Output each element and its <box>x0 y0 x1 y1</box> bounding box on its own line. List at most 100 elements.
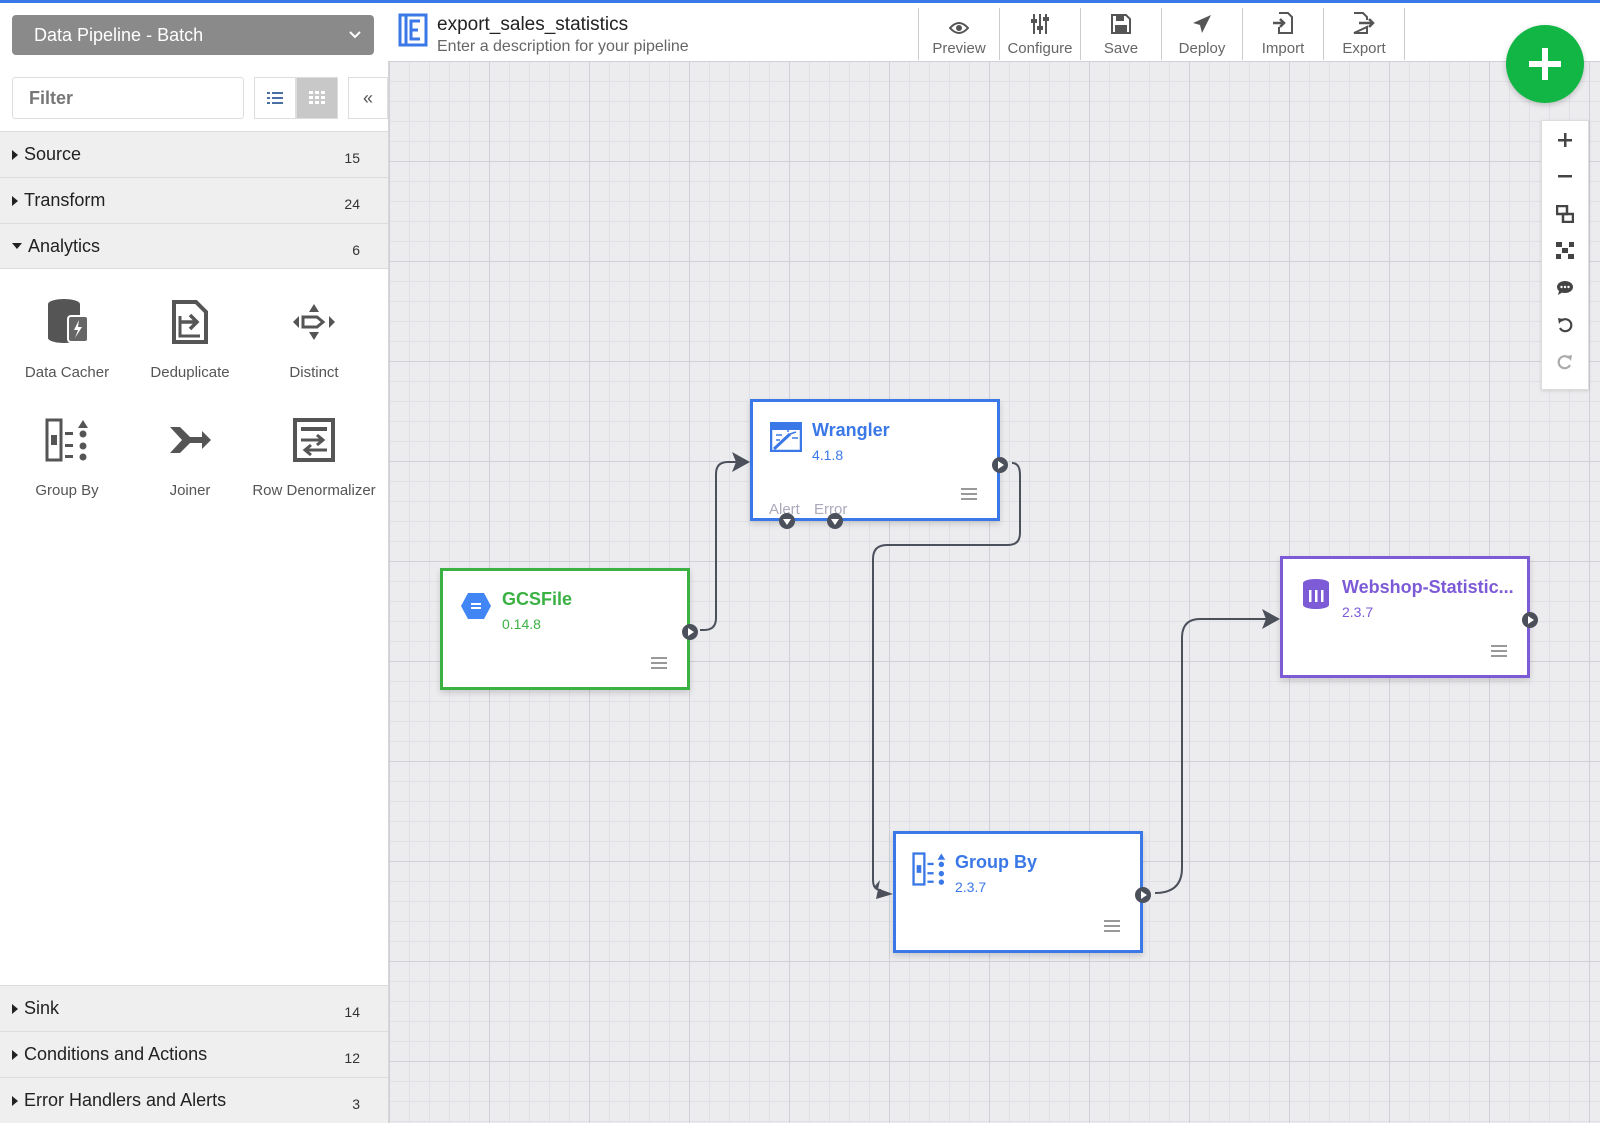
plugin-distinct[interactable]: Distinct <box>252 296 376 382</box>
category-label: Conditions and Actions <box>24 1044 208 1064</box>
category-label: Analytics <box>28 235 101 256</box>
plugin-label: Deduplicate <box>150 364 230 381</box>
error-port[interactable] <box>827 513 843 529</box>
pipeline-type-select[interactable]: Data Pipeline - Batch <box>12 15 374 55</box>
plugin-data-cacher[interactable]: Data Cacher <box>5 296 129 382</box>
zoom-out-icon <box>1558 174 1572 177</box>
output-port[interactable] <box>1135 887 1151 903</box>
collapse-sidebar-button[interactable]: « <box>348 77 388 119</box>
plugin-sidebar: Data Pipeline - Batch « Source 15 Transf… <box>0 3 389 1123</box>
pipeline-description[interactable]: Enter a description for your pipeline <box>437 38 689 55</box>
list-view-button[interactable] <box>254 77 296 119</box>
category-transform[interactable]: Transform 24 <box>0 177 388 223</box>
deploy-button[interactable]: Deploy <box>1161 8 1242 60</box>
category-error-handlers-and-alerts[interactable]: Error Handlers and Alerts 3 <box>0 1077 388 1123</box>
toolbar-label: Preview <box>932 40 986 57</box>
database-icon <box>1299 577 1333 611</box>
category-label: Source <box>24 144 82 164</box>
eye-icon <box>949 22 969 34</box>
plugin-label: Row Denormalizer <box>252 482 376 499</box>
caret-right-icon <box>12 1049 18 1060</box>
category-label: Transform <box>24 190 106 210</box>
comment-button[interactable] <box>1542 269 1588 306</box>
configure-button[interactable]: Configure <box>999 8 1080 60</box>
caret-right-icon <box>12 195 18 206</box>
wrangler-icon <box>769 420 803 454</box>
category-count: 3 <box>352 1096 360 1112</box>
distinct-icon <box>293 304 335 340</box>
category-count: 24 <box>344 196 360 212</box>
category-count: 6 <box>352 242 360 258</box>
undo-button[interactable] <box>1542 306 1588 343</box>
node-menu-icon[interactable] <box>961 488 977 500</box>
plugin-deduplicate[interactable]: Deduplicate <box>128 296 252 382</box>
node-version: 0.14.8 <box>502 616 541 632</box>
preview-button[interactable]: Preview <box>918 8 999 60</box>
plus-icon <box>1529 48 1561 80</box>
toolbar-label: Deploy <box>1178 40 1226 57</box>
deduplicate-icon <box>172 300 208 344</box>
caret-right-icon <box>12 1003 18 1014</box>
node-version: 4.1.8 <box>812 447 844 463</box>
alert-port[interactable] <box>779 513 795 529</box>
category-label: Error Handlers and Alerts <box>24 1090 227 1110</box>
category-analytics[interactable]: Analytics 6 <box>0 223 388 269</box>
pipeline-header: export_sales_statistics Enter a descript… <box>388 3 1600 61</box>
plugin-joiner[interactable]: Joiner <box>128 414 252 500</box>
node-name: Group By <box>955 852 1038 872</box>
node-gcsfile[interactable]: GCSFile 0.14.8 <box>440 568 698 690</box>
chevron-down-icon <box>349 31 361 39</box>
joiner-icon <box>170 427 211 453</box>
plugin-group-by[interactable]: Group By <box>5 414 129 500</box>
import-button[interactable]: Import <box>1242 8 1323 60</box>
import-icon <box>1273 12 1293 34</box>
list-icon <box>267 92 283 104</box>
zoom-in-button[interactable] <box>1542 121 1588 158</box>
category-sink[interactable]: Sink 14 <box>0 985 388 1031</box>
output-port[interactable] <box>682 624 698 640</box>
save-button[interactable]: Save <box>1080 8 1161 60</box>
sliders-icon <box>1031 14 1049 34</box>
zoom-out-button[interactable] <box>1542 158 1588 195</box>
align-button[interactable] <box>1542 232 1588 269</box>
output-port[interactable] <box>1522 612 1538 628</box>
export-icon <box>1353 12 1375 34</box>
gcs-icon <box>459 589 493 623</box>
node-menu-icon[interactable] <box>1104 920 1120 932</box>
pipeline-name[interactable]: export_sales_statistics <box>437 14 629 35</box>
data-cacher-icon <box>48 299 89 343</box>
caret-right-icon <box>12 149 18 160</box>
alert-port-label: Alert <box>769 501 800 518</box>
category-conditions-and-actions[interactable]: Conditions and Actions 12 <box>0 1031 388 1077</box>
fit-to-screen-button[interactable] <box>1542 195 1588 232</box>
node-menu-icon[interactable] <box>1491 645 1507 657</box>
node-version: 2.3.7 <box>1342 604 1374 620</box>
caret-down-icon <box>12 243 22 249</box>
category-count: 12 <box>344 1050 360 1066</box>
category-source[interactable]: Source 15 <box>0 131 388 177</box>
row-denormalizer-icon <box>293 418 335 462</box>
redo-button[interactable] <box>1542 343 1588 380</box>
plugin-row-denormalizer[interactable]: Row Denormalizer <box>252 414 376 500</box>
output-port[interactable] <box>992 457 1008 473</box>
align-icon <box>1556 241 1574 259</box>
export-button[interactable]: Export <box>1323 8 1405 60</box>
filter-input[interactable] <box>12 77 244 119</box>
top-accent-bar <box>0 0 1600 3</box>
floppy-icon <box>1111 14 1131 34</box>
node-menu-icon[interactable] <box>651 657 667 669</box>
node-wrangler[interactable]: Wrangler 4.1.8 Alert Error <box>750 399 1008 529</box>
undo-icon <box>1558 317 1573 332</box>
grid-view-button[interactable] <box>296 77 338 119</box>
node-group-by[interactable]: Group By 2.3.7 <box>893 831 1151 953</box>
redo-icon <box>1557 354 1572 369</box>
category-label: Sink <box>24 998 60 1018</box>
node-webshop-statistics[interactable]: Webshop-Statistic... 2.3.7 <box>1280 556 1538 678</box>
plugin-label: Data Cacher <box>24 364 110 381</box>
add-button[interactable] <box>1506 25 1584 103</box>
grid-icon <box>309 91 325 104</box>
plugin-label: Group By <box>35 482 99 499</box>
double-chevron-left-icon: « <box>362 87 373 108</box>
toolbar-label: Import <box>1261 40 1305 57</box>
zoom-in-icon <box>1558 132 1572 147</box>
